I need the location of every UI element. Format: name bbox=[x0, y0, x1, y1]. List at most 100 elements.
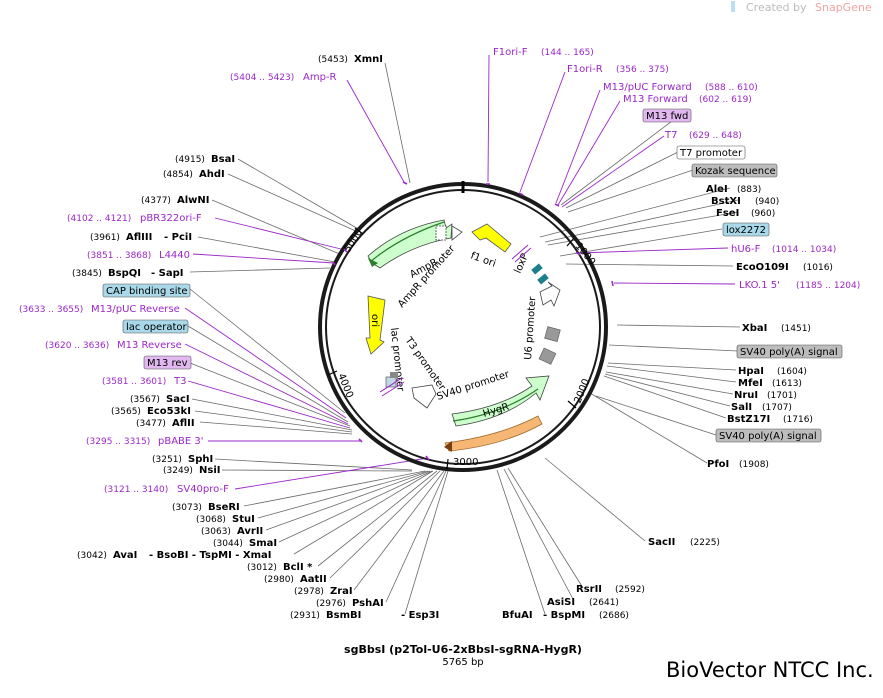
primer-name: M13 Forward bbox=[623, 94, 688, 105]
site-pos: (3567) bbox=[130, 395, 160, 405]
lox2272-box bbox=[722, 222, 770, 237]
sv40-polya-label-1: SV40 poly(A) signal bbox=[740, 347, 838, 358]
site-pos: (1716) bbox=[783, 415, 813, 425]
site-name: SacII bbox=[648, 537, 675, 548]
snapgene-logo-icon bbox=[731, 1, 735, 12]
kozak-sequence-label: Kozak sequence bbox=[695, 166, 776, 177]
primer-name: LKO.1 5' bbox=[739, 280, 780, 291]
site-name: BsaI bbox=[211, 154, 235, 165]
site-name: BsmBI bbox=[326, 610, 361, 621]
site-extra: - BspMI bbox=[543, 610, 585, 621]
site-pos: (1016) bbox=[803, 263, 833, 273]
site-pos: (2641) bbox=[589, 598, 619, 608]
site-name: BclI * bbox=[283, 562, 313, 573]
cap-binding-site-label: CAP binding site bbox=[106, 286, 188, 297]
site-pos: (3249) bbox=[163, 466, 193, 476]
site-name: AsiSI bbox=[547, 597, 575, 608]
t7-promoter-box bbox=[676, 145, 746, 160]
site-name: ZraI bbox=[330, 586, 353, 597]
site-name: FseI bbox=[716, 208, 739, 219]
site-name: SphI bbox=[188, 454, 213, 465]
plasmid-length: 5765 bp bbox=[442, 657, 483, 668]
snapgene-brand: SnapGene bbox=[815, 1, 872, 14]
primer-name: F1ori-R bbox=[567, 64, 603, 75]
sv40-polya-box-2 bbox=[715, 428, 822, 443]
snapgene-credit: Created by SnapGene bbox=[731, 1, 872, 14]
site-pos: (3063) bbox=[201, 527, 231, 537]
sv40-polya-label-2: SV40 poly(A) signal bbox=[719, 431, 817, 442]
site-pos: (3477) bbox=[136, 419, 166, 429]
hygr-orf-band bbox=[444, 415, 543, 452]
site-pos: (1908) bbox=[739, 460, 769, 470]
site-pos: (3044) bbox=[213, 539, 243, 549]
site-pos: (2978) bbox=[294, 587, 324, 597]
site-name: SmaI bbox=[249, 538, 277, 549]
primer-range: (144 .. 165) bbox=[541, 48, 594, 58]
site-extra: - BsoBI - TspMI - XmaI bbox=[149, 550, 272, 561]
primer-range: (1185 .. 1204) bbox=[796, 281, 860, 291]
site-pos: (4854) bbox=[163, 170, 193, 180]
hygr-label: HygR bbox=[482, 402, 511, 420]
u6-promoter-label: U6 promoter bbox=[523, 295, 538, 360]
kozak-sequence-box bbox=[691, 163, 778, 178]
backbone-outer bbox=[318, 182, 608, 472]
site-pos: (2980) bbox=[264, 575, 294, 585]
primer-name: Amp-R bbox=[303, 72, 337, 83]
primer-range: (3620 .. 3636) bbox=[45, 341, 109, 351]
site-pos: (1613) bbox=[772, 379, 802, 389]
site-name: AatII bbox=[300, 574, 327, 585]
created-by-text: Created by bbox=[746, 1, 807, 14]
right-labels: F1ori-F (144 .. 165) F1ori-R (356 .. 375… bbox=[493, 47, 860, 621]
site-name: SacI bbox=[166, 394, 190, 405]
site-pos: (1604) bbox=[777, 367, 807, 377]
site-name: PfoI bbox=[707, 459, 729, 470]
site-pos: (4915) bbox=[175, 155, 205, 165]
primer-ticks bbox=[332, 181, 614, 461]
site-name: RsrII bbox=[576, 584, 602, 595]
site-pos: (2931) bbox=[290, 611, 320, 621]
hygr-arrow bbox=[451, 375, 550, 427]
primer-range: (5404 .. 5423) bbox=[230, 73, 294, 83]
t3-promoter-label: T3 promoter bbox=[402, 335, 448, 394]
site-pos: (1451) bbox=[781, 324, 811, 334]
site-extra: - SapI bbox=[151, 268, 183, 279]
f1-ori-label: f1 ori bbox=[469, 250, 497, 269]
cap-binding-site-box bbox=[102, 283, 191, 298]
u6-promoter-arrow bbox=[539, 281, 561, 307]
site-name: MfeI bbox=[738, 378, 763, 389]
primer-range: (3633 .. 3655) bbox=[19, 305, 83, 315]
site-name: BstXI bbox=[711, 196, 741, 207]
site-name: XmnI bbox=[354, 54, 383, 65]
site-pos: (3042) bbox=[77, 551, 107, 561]
primer-range: (1014 .. 1034) bbox=[772, 245, 836, 255]
site-name: AflIII bbox=[126, 232, 152, 243]
site-pos: (1701) bbox=[767, 391, 797, 401]
site-pos: (2686) bbox=[599, 611, 629, 621]
primer-range: (3581 .. 3601) bbox=[102, 377, 166, 387]
primer-name: SV40pro-F bbox=[177, 484, 229, 495]
primer-range: (602 .. 619) bbox=[699, 95, 752, 105]
primer-range: (3295 .. 3315) bbox=[86, 437, 150, 447]
site-name: BstZ17I bbox=[727, 414, 770, 425]
sv40-pa-mark-2 bbox=[538, 347, 557, 365]
site-name: AvaI bbox=[113, 550, 137, 561]
site-name: AlwNI bbox=[177, 195, 210, 206]
site-extra: - PciI bbox=[164, 232, 192, 243]
sv40-pa-mark-1 bbox=[544, 326, 561, 342]
tick-marks bbox=[327, 227, 577, 470]
primer-name: pBABE 3' bbox=[158, 436, 204, 447]
site-name: AvrII bbox=[237, 526, 263, 537]
site-pos: (940) bbox=[755, 197, 779, 207]
site-name: StuI bbox=[232, 514, 255, 525]
site-pos: (3073) bbox=[172, 503, 202, 513]
primer-name: T3 bbox=[173, 376, 186, 387]
primer-name: pBR322ori-F bbox=[140, 213, 202, 224]
lac-region-marks bbox=[379, 372, 405, 397]
primer-name: M13/pUC Reverse bbox=[91, 304, 180, 315]
primer-range: (3851 .. 3868) bbox=[87, 251, 151, 261]
site-name: BseRI bbox=[208, 502, 240, 513]
site-name: AhdI bbox=[199, 169, 225, 180]
primer-name: M13/pUC Forward bbox=[603, 82, 692, 93]
ori-label: ori bbox=[369, 314, 380, 327]
